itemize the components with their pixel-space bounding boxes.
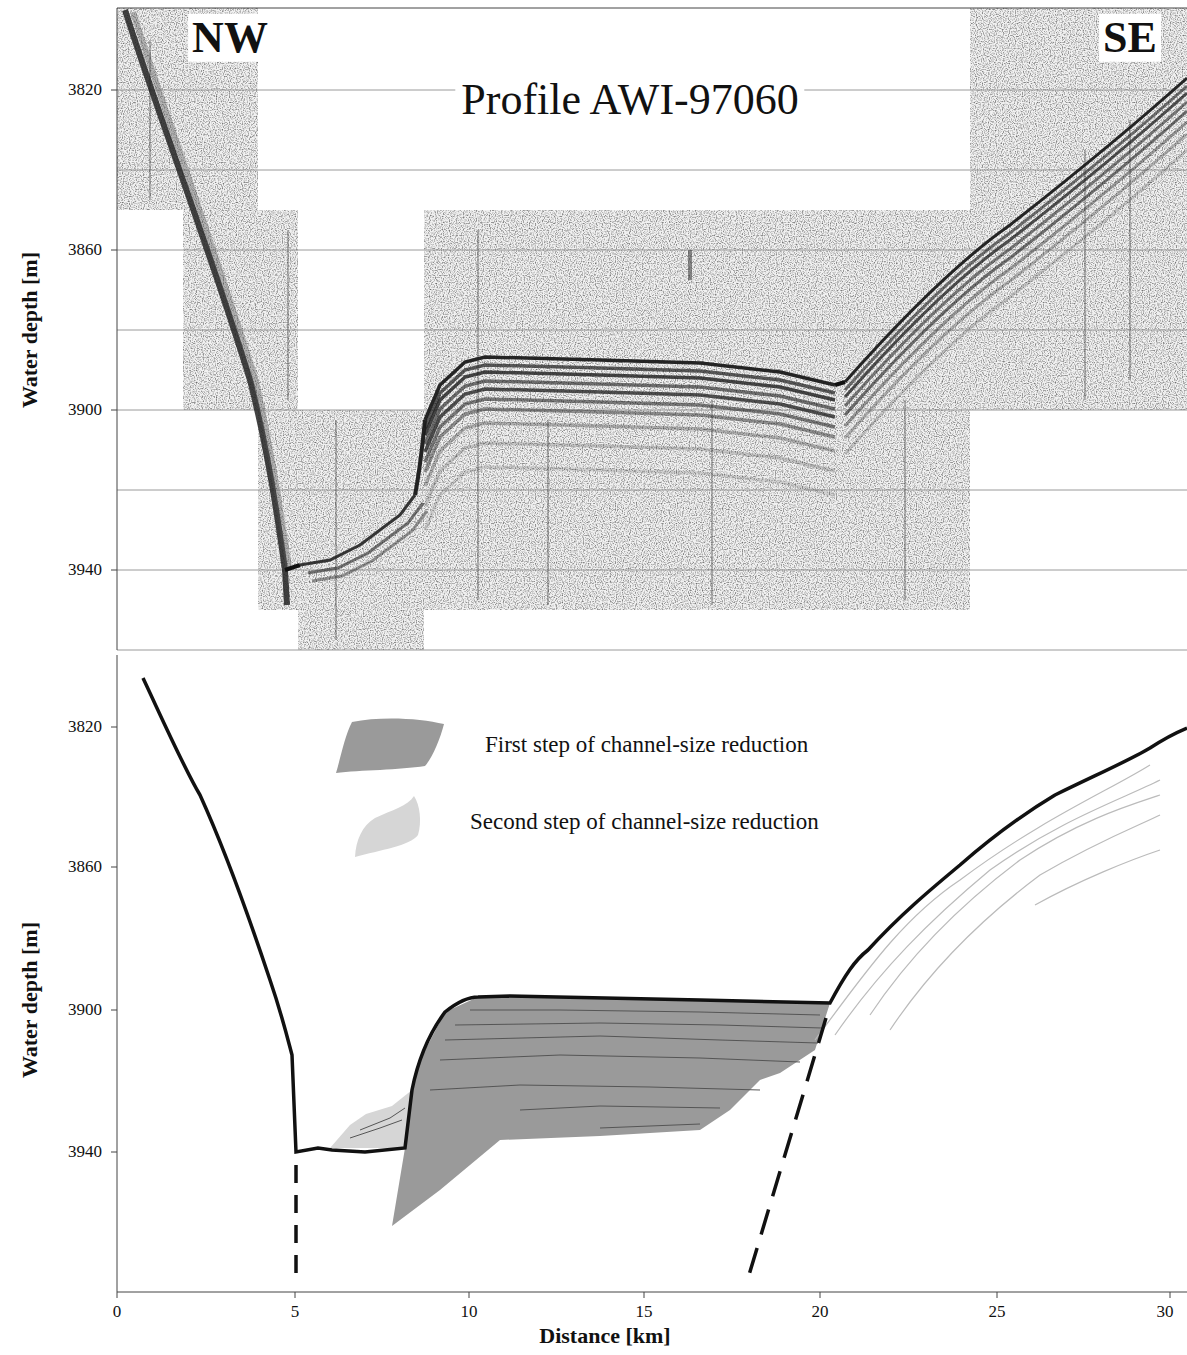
tick-label: 25 [989, 1303, 1006, 1322]
tick-label: 10 [461, 1303, 478, 1322]
tick-label: 3860 [68, 858, 102, 877]
tick-label: 3940 [68, 1143, 102, 1162]
tick-label: 3940 [68, 561, 102, 580]
axis-title: Water depth [m] [18, 922, 42, 1078]
interpretation [143, 678, 1187, 1285]
legend-text: Second step of channel-size reduction [470, 809, 819, 834]
legend-text: First step of channel-size reduction [485, 732, 808, 757]
axis-title: Water depth [m] [18, 252, 42, 408]
tick-label: 3900 [68, 1001, 102, 1020]
tick-label: 30 [1157, 1303, 1174, 1322]
noise-streaks [150, 40, 1130, 640]
direction-label: SE [1099, 14, 1161, 62]
grid-lines [117, 90, 1187, 650]
tick-label: 3900 [68, 401, 102, 420]
legend-swatch [355, 796, 420, 857]
seismic-record [117, 8, 1187, 650]
tick-label: 20 [812, 1303, 829, 1322]
tick-label: 3860 [68, 241, 102, 260]
direction-label: NW [188, 14, 272, 62]
tick-label: 3820 [68, 718, 102, 737]
tick-label: 15 [636, 1303, 653, 1322]
tick-label: 3820 [68, 81, 102, 100]
tick-label: 0 [113, 1303, 122, 1322]
profile-title: Profile AWI-97060 [455, 76, 804, 124]
axis-title: Distance [km] [539, 1324, 670, 1348]
tick-label: 5 [291, 1303, 300, 1322]
legend-swatch [336, 718, 444, 773]
